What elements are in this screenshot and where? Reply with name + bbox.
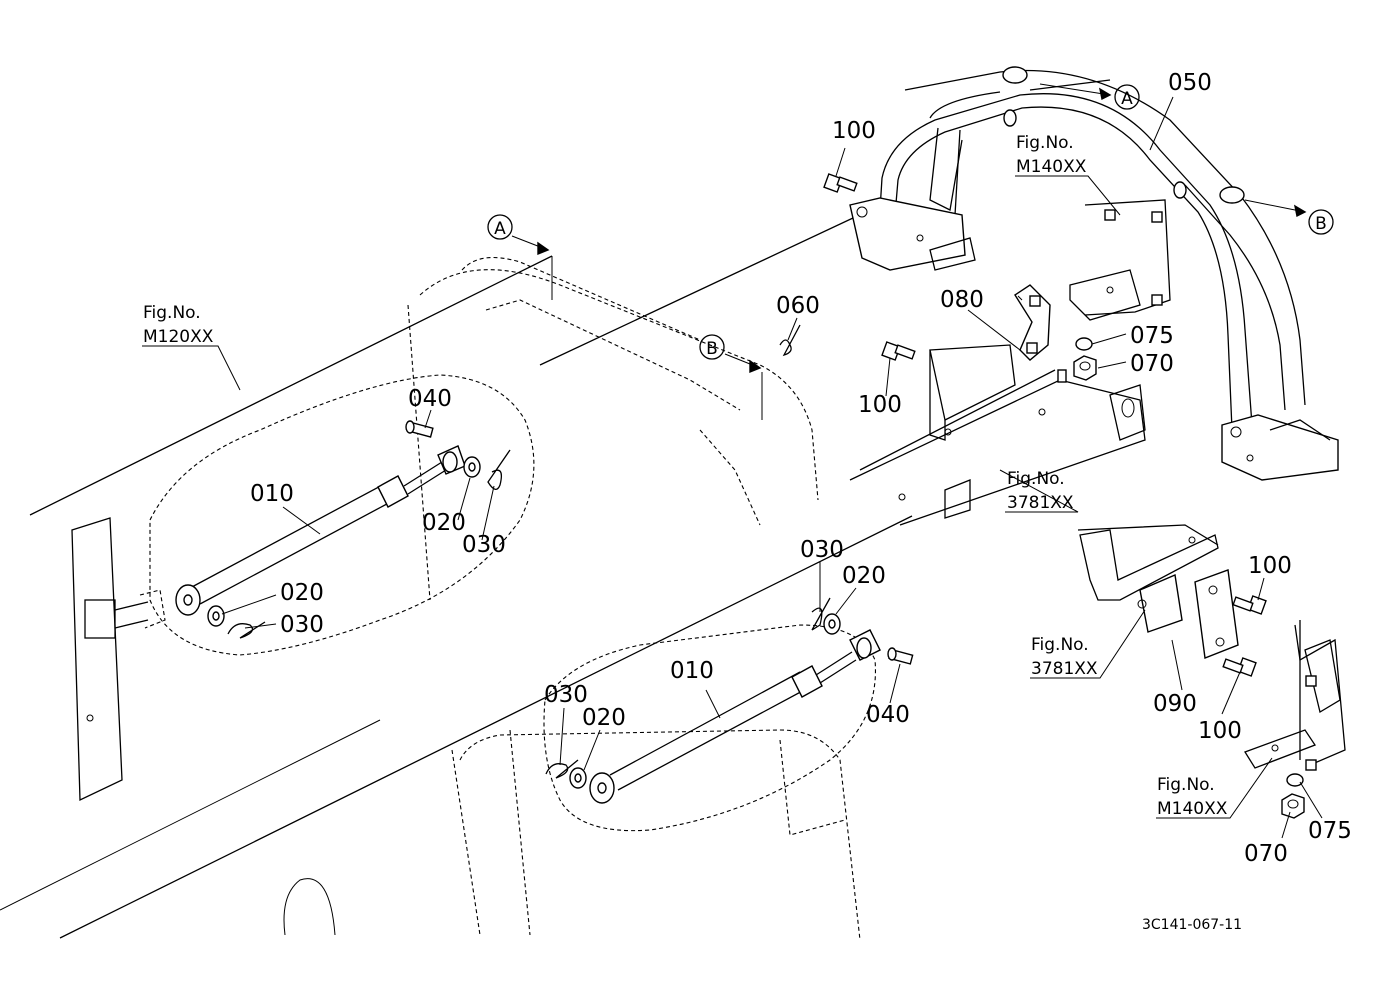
part-label: 100 (1198, 718, 1242, 744)
svg-text:Fig.No.: Fig.No. (1016, 133, 1074, 153)
callout-a-lower: A (487, 214, 513, 240)
svg-text:M140XX: M140XX (1016, 157, 1087, 177)
clip-030-lower-left (545, 759, 579, 779)
roll-bar-frame (849, 66, 1339, 481)
pin-040-lower (887, 647, 914, 665)
washer-020-upper-left (207, 605, 225, 627)
plate-080 (1014, 284, 1051, 361)
bracket-upper-right (1069, 199, 1171, 321)
washer-020-upper-right (463, 456, 481, 478)
nut-070-upper (1073, 355, 1097, 381)
part-label: 020 (280, 580, 324, 606)
clip-030-upper-left (227, 621, 266, 639)
part-label: 060 (776, 293, 820, 319)
svg-text:M140XX: M140XX (1157, 799, 1228, 819)
bolt-100-right-upper (1232, 595, 1267, 615)
part-label: 030 (462, 532, 506, 558)
detail-region-lower (543, 624, 877, 832)
leader-lines (142, 83, 1323, 839)
svg-text:3781XX: 3781XX (1007, 493, 1074, 513)
bracket-lower-right (1077, 524, 1219, 633)
part-label: 020 (582, 705, 626, 731)
part-label: 010 (670, 658, 714, 684)
part-label: 030 (544, 682, 588, 708)
fig-ref-3781xx-middle: Fig.No. 3781XX (1007, 469, 1074, 513)
body-panel-outline (0, 209, 913, 941)
part-label: 070 (1130, 351, 1174, 377)
callout-a-upper: A (1114, 84, 1140, 110)
svg-text:M120XX: M120XX (143, 327, 214, 347)
part-label: 070 (1244, 841, 1288, 867)
svg-text:B: B (1315, 214, 1327, 234)
svg-text:Fig.No.: Fig.No. (143, 303, 201, 323)
clip-030-upper-right (487, 449, 511, 490)
fig-ref-m120xx: Fig.No. M120XX (143, 303, 214, 347)
bolt-100-right-lower (1222, 657, 1257, 677)
plate-090 (1194, 569, 1239, 659)
clip-030-lower-right (811, 597, 831, 631)
pin-040-upper (405, 420, 434, 438)
washer-020-lower-left (569, 767, 587, 789)
frame-rail-middle (849, 344, 1146, 526)
bolt-100-top (823, 173, 858, 193)
nut-070-lower (1281, 793, 1305, 819)
gas-strut-lower (589, 629, 881, 804)
part-label: 075 (1130, 323, 1174, 349)
part-label: 040 (408, 386, 452, 412)
washer-075-upper (1075, 337, 1093, 351)
clip-060 (779, 324, 801, 357)
part-label: 100 (858, 392, 902, 418)
gas-strut-upper (175, 445, 466, 616)
svg-text:3781XX: 3781XX (1031, 659, 1098, 679)
svg-text:Fig.No.: Fig.No. (1031, 635, 1089, 655)
callout-b-upper: B (1308, 209, 1334, 235)
part-label: 100 (832, 118, 876, 144)
fig-ref-3781xx-lower: Fig.No. 3781XX (1031, 635, 1098, 679)
hinge-bracket-left (71, 517, 166, 802)
part-label: 020 (842, 563, 886, 589)
svg-text:A: A (1121, 89, 1133, 109)
washer-020-lower-right (823, 613, 841, 635)
detail-region-upper (149, 374, 535, 656)
part-label: 030 (800, 537, 844, 563)
fig-ref-m140xx-lower: Fig.No. M140XX (1157, 775, 1228, 819)
bracket-lower-far-right (1244, 620, 1346, 771)
part-label: 030 (280, 612, 324, 638)
part-label: 100 (1248, 553, 1292, 579)
part-label: 040 (866, 702, 910, 728)
part-label: 090 (1153, 691, 1197, 717)
drawing-reference-code: 3C141-067-11 (1142, 917, 1242, 933)
part-label: 010 (250, 481, 294, 507)
part-labels: 100 050 080 075 070 100 060 040 010 020 … (250, 70, 1352, 867)
svg-text:A: A (494, 219, 506, 239)
svg-text:Fig.No.: Fig.No. (1007, 469, 1065, 489)
svg-text:Fig.No.: Fig.No. (1157, 775, 1215, 795)
svg-text:B: B (706, 339, 718, 359)
part-label: 075 (1308, 818, 1352, 844)
part-label: 080 (940, 287, 984, 313)
callout-b-lower: B (699, 334, 725, 360)
part-label: 050 (1168, 70, 1212, 96)
fig-ref-m140xx-upper: Fig.No. M140XX (1016, 133, 1087, 177)
part-label: 020 (422, 510, 466, 536)
bolt-100-mid (881, 341, 916, 361)
washer-075-lower (1286, 773, 1304, 787)
